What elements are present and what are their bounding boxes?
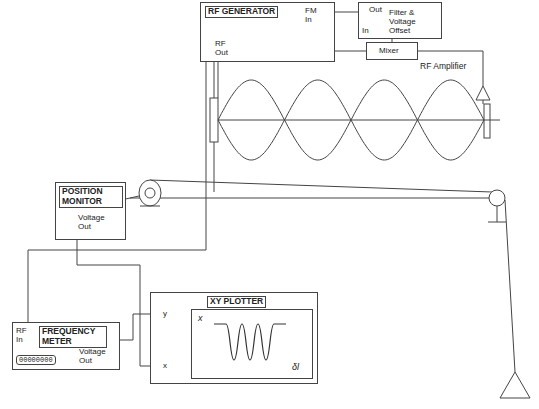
axis-label: x — [198, 313, 203, 323]
port-label: Out — [369, 5, 382, 14]
position-pulley — [139, 180, 161, 206]
filter-box: Out Filter & Voltage OffsetIn — [358, 2, 442, 39]
pulley-post — [497, 206, 498, 222]
cord — [150, 180, 492, 192]
instrument-title: XY PLOTTER — [207, 296, 266, 308]
string-assembly — [121, 62, 530, 398]
instrument-title: FREQUENCY METER — [39, 326, 107, 348]
pulley-base — [140, 206, 160, 207]
pulley-hub — [145, 188, 155, 198]
input-label: x — [163, 361, 167, 370]
mixer-box: Mixer — [366, 42, 418, 60]
port-label: Voltage Out — [78, 213, 114, 231]
instrument-box: RF In FREQUENCY METER 00000000 Voltage Out — [12, 322, 120, 370]
port-label: In — [362, 26, 369, 35]
port-label: FM In — [305, 6, 321, 24]
instrument-box: POSITION MONITOR Voltage Out — [55, 182, 126, 240]
signal-wire — [335, 51, 366, 52]
string — [218, 120, 500, 121]
hanging-weight — [500, 372, 530, 398]
port-label: Voltage Out — [79, 347, 115, 365]
module-label: Filter & Voltage Offset — [389, 8, 439, 36]
instrument-title: RF GENERATOR — [205, 6, 278, 18]
signal-wire — [28, 62, 206, 322]
input-label: y — [163, 309, 167, 318]
instrument-box: XY PLOTTER y x x δl — [150, 292, 318, 384]
axis-label: δl — [292, 362, 299, 372]
rail — [130, 198, 505, 199]
coax-cable — [218, 62, 219, 98]
standing-wave-envelope — [218, 120, 484, 160]
pickup-wire — [483, 100, 484, 104]
signal-wire — [335, 12, 358, 13]
module-label: RF Amplifier — [420, 62, 466, 72]
pickup-plate — [484, 104, 490, 138]
pulley-base — [488, 222, 506, 223]
amplifier-triangle: RF Amplifier — [420, 62, 498, 102]
weight-cord — [505, 200, 515, 372]
standing-wave-envelope — [218, 80, 484, 120]
port-label: RF Out — [215, 39, 233, 57]
instrument-box: RF GENERATOR FM In RF Out — [200, 2, 335, 62]
module-label: Mixer — [379, 46, 399, 55]
driver-plate — [210, 98, 218, 142]
plotter-screen: x δl — [191, 309, 313, 379]
instrument-title: POSITION MONITOR — [59, 186, 123, 208]
signal-wire — [418, 51, 483, 86]
driver-stand — [214, 142, 215, 192]
port-label: RF In — [16, 326, 32, 344]
signal-wire — [120, 314, 150, 340]
frequency-display: 00000000 — [16, 355, 56, 365]
coax-cable — [214, 62, 215, 98]
end-pulley — [489, 190, 505, 206]
